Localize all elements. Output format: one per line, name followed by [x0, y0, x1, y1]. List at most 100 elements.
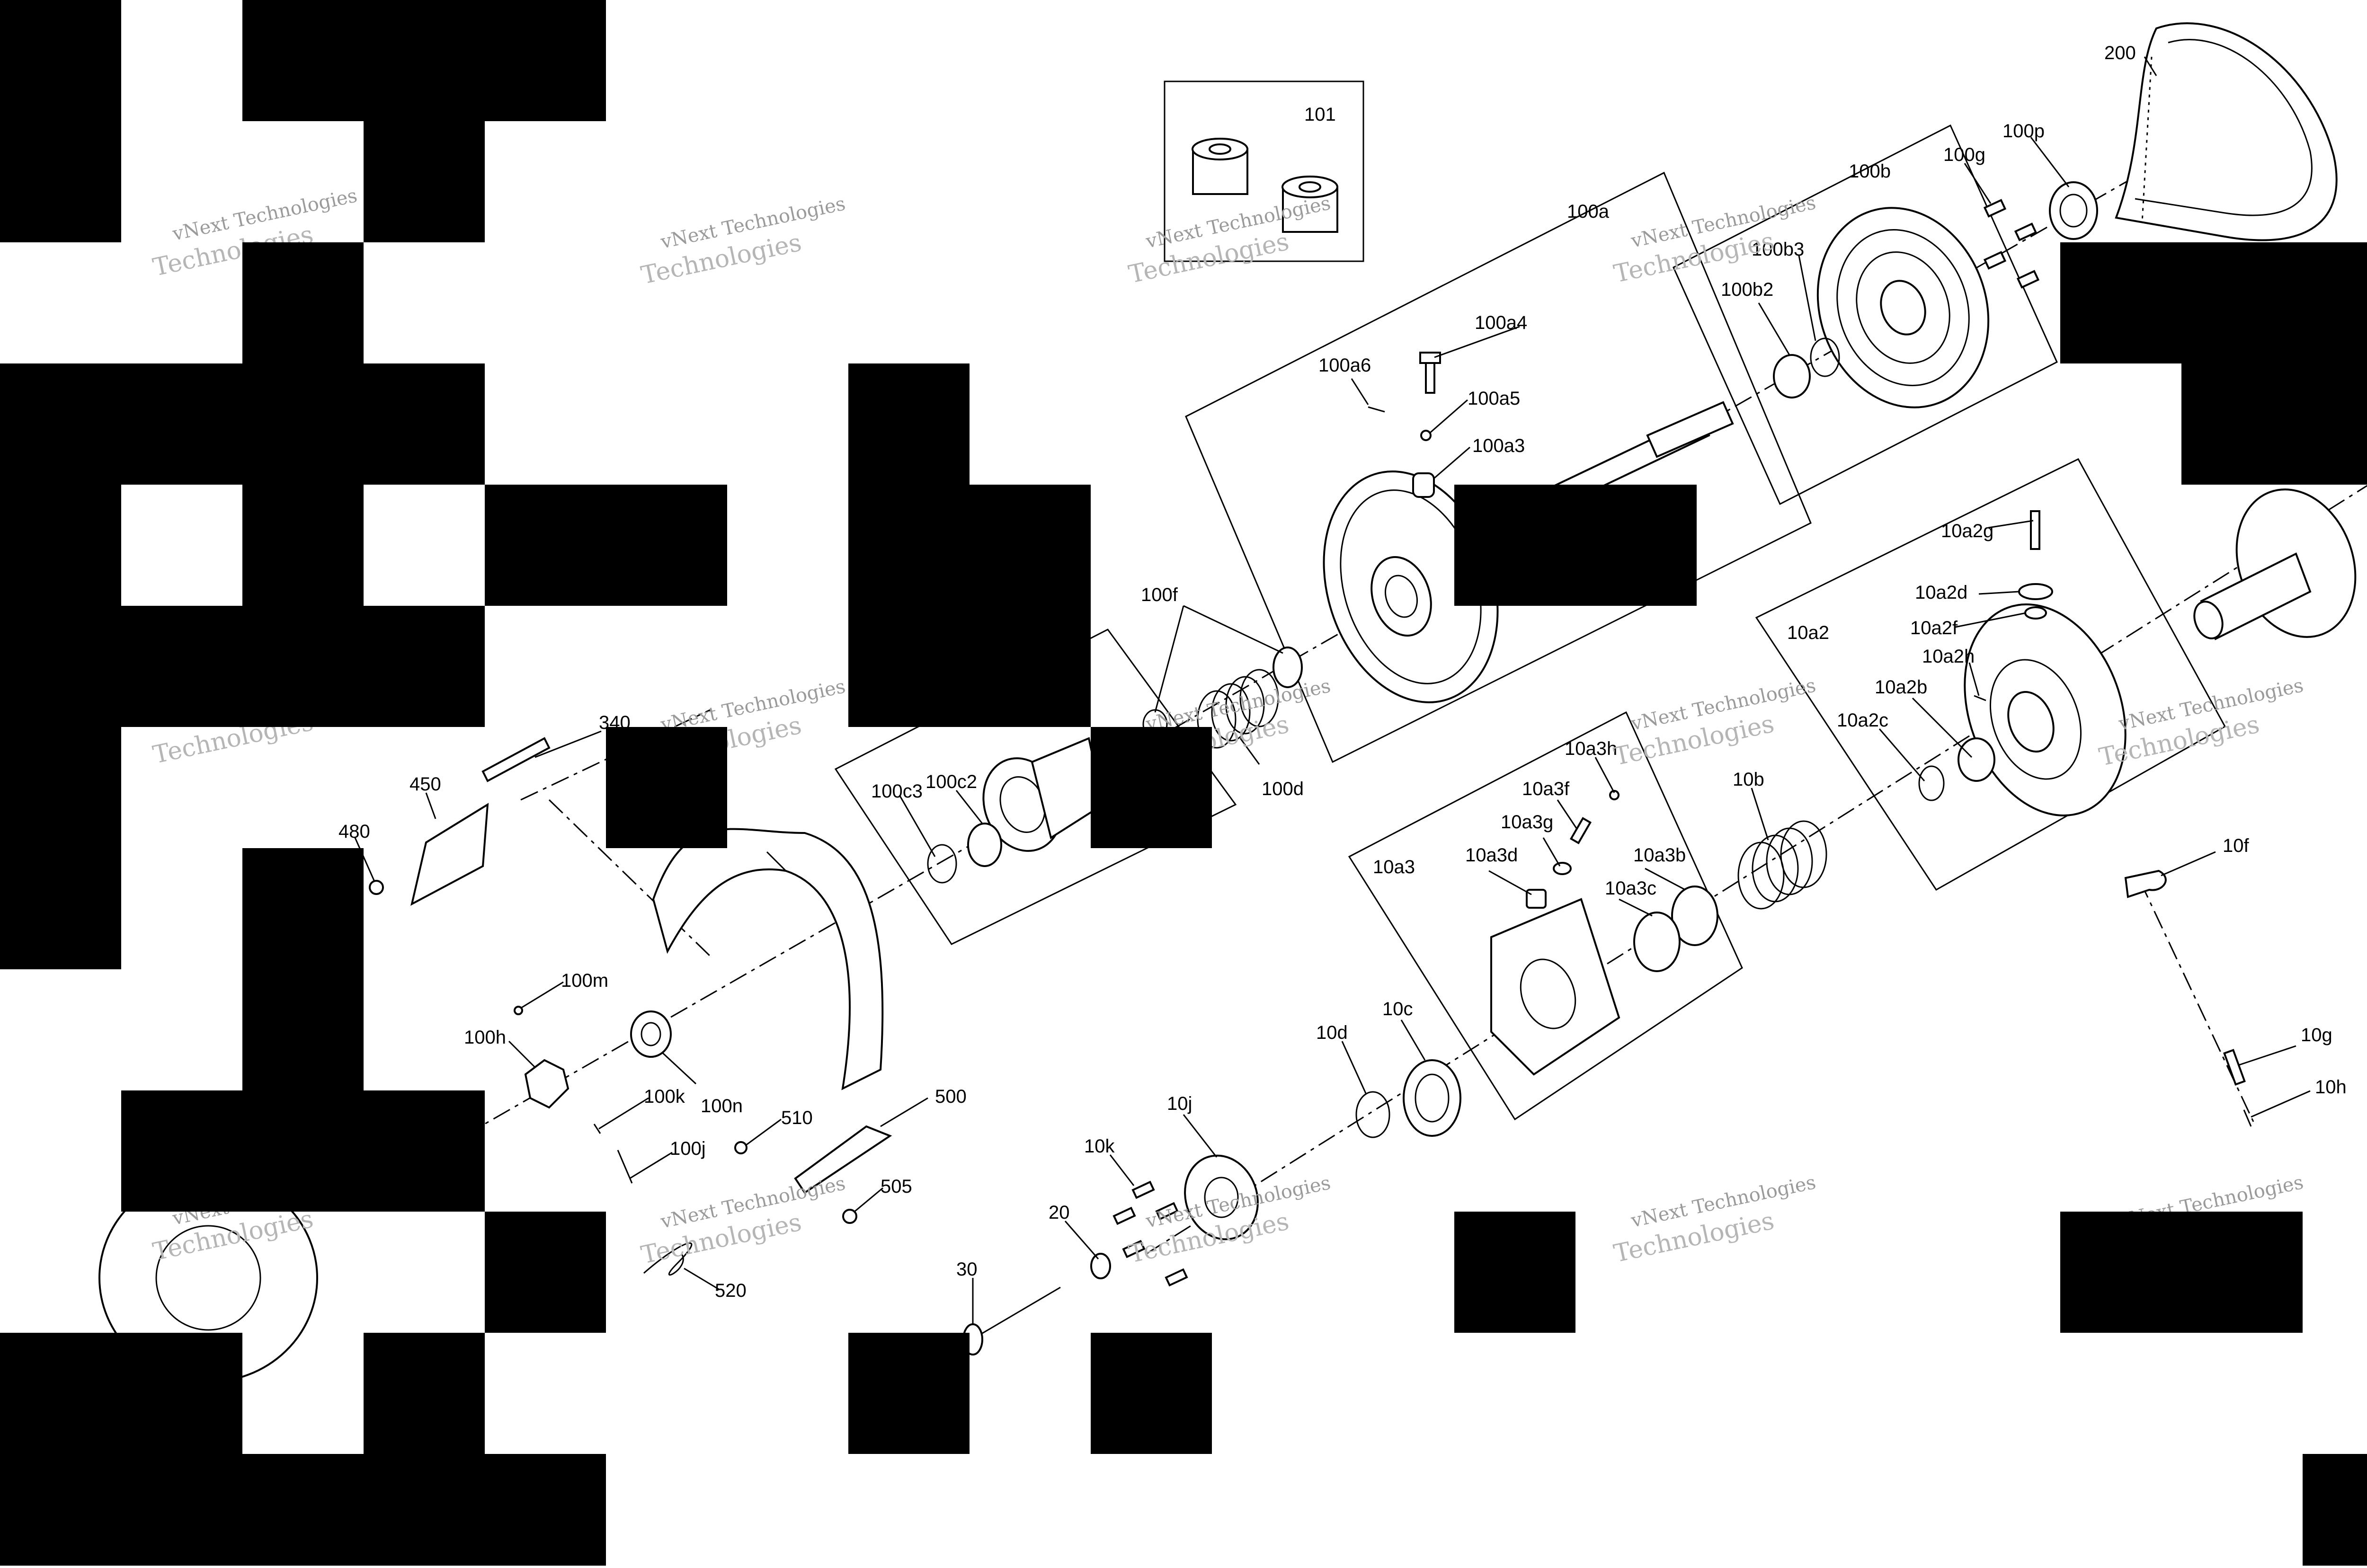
label-10g: 10g	[2301, 1025, 2332, 1045]
screw-100a4-head	[1419, 352, 1441, 364]
clip-10f	[2124, 869, 2167, 898]
spider-10a3	[1490, 898, 1620, 1076]
button-10a3d	[1526, 889, 1547, 909]
group-box-100b	[1673, 124, 2058, 505]
screws-100g	[1983, 199, 2040, 289]
washer-10a2f	[2024, 606, 2047, 620]
bushing-100b2	[1773, 354, 1811, 399]
washer-10a3g	[1553, 862, 1572, 875]
label-20: 20	[1049, 1202, 1070, 1223]
label-100a5: 100a5	[1468, 388, 1520, 409]
label-510: 510	[781, 1107, 813, 1128]
group-box-100a	[1185, 171, 1812, 763]
label-100a3: 100a3	[1472, 435, 1525, 456]
nut-505	[842, 1209, 857, 1224]
sheave-100b	[1816, 207, 1990, 408]
movable-sheave-10a2	[1964, 603, 2127, 816]
pin-100m	[514, 1006, 523, 1015]
leader-lines	[354, 56, 2311, 1325]
bushing-100c2	[967, 823, 1002, 867]
label-100d: 100d	[1262, 779, 1304, 799]
label-10a3: 10a3	[1373, 857, 1415, 877]
ring-100f-a	[1272, 647, 1303, 688]
label-100b: 100b	[1849, 161, 1891, 182]
washer-100a5	[1420, 430, 1432, 441]
label-200: 200	[2104, 43, 2136, 63]
washer-10a2d	[2018, 583, 2053, 600]
drive-belt	[2115, 22, 2338, 241]
washer-100n-inner	[641, 1022, 661, 1046]
cam-100c	[982, 737, 1104, 852]
nut-100h	[524, 1059, 570, 1109]
label-10a3f: 10a3f	[1522, 779, 1570, 799]
label-500: 500	[935, 1086, 967, 1107]
group-box-10a3	[1348, 711, 1743, 1121]
screw-10a3h	[1609, 790, 1620, 800]
bolt-30	[962, 1286, 1061, 1355]
bracket-500	[794, 1125, 892, 1194]
label-10a3b: 10a3b	[1633, 845, 1686, 866]
washer-100n	[630, 1010, 672, 1058]
bearing-10c	[1403, 1059, 1461, 1137]
label-100j: 100j	[670, 1138, 706, 1159]
label-100c2: 100c2	[925, 771, 977, 792]
label-10f: 10f	[2223, 835, 2249, 856]
label-10k: 10k	[1084, 1136, 1115, 1157]
label-100a6: 100a6	[1318, 355, 1371, 376]
label-100p: 100p	[2002, 121, 2045, 142]
label-10a2b: 10a2b	[1875, 677, 1927, 698]
bracket-450	[410, 803, 489, 906]
axis-line-lower	[1145, 485, 2367, 1255]
screw-100a4	[1425, 359, 1435, 394]
label-520: 520	[715, 1280, 747, 1301]
screw-10a2g	[2030, 510, 2040, 550]
sheave-shaft-right	[2193, 488, 2357, 640]
bushing-10a2b	[1958, 737, 1995, 782]
roller-100a3	[1412, 472, 1435, 498]
guard-shield	[652, 828, 884, 1090]
part-labels: 101 200 100p 100g 100b 100b3 100b2 100a …	[338, 43, 2347, 1301]
label-10a2c: 10a2c	[1837, 710, 1888, 731]
label-10a2f: 10a2f	[1910, 618, 1958, 638]
label-480: 480	[338, 821, 370, 842]
label-10a2g: 10a2g	[1941, 521, 1993, 541]
ring-100c3	[927, 844, 957, 884]
bushing-pair	[1192, 138, 1338, 233]
ring-10a2c	[1918, 765, 1945, 801]
pin-100k	[593, 1124, 601, 1134]
label-101: 101	[1304, 104, 1336, 125]
pin-10g	[2223, 1049, 2246, 1086]
plate-340	[481, 737, 551, 782]
label-100c3: 100c3	[871, 781, 923, 802]
label-10a2d: 10a2d	[1915, 582, 1967, 603]
label-100k: 100k	[644, 1086, 685, 1107]
pin-10a3f	[1569, 817, 1592, 844]
cover-10j	[1184, 1154, 1259, 1240]
screw-480	[369, 880, 384, 895]
bearing-100p	[2049, 181, 2098, 240]
sheave-100a	[1323, 470, 1499, 703]
screws-10k	[1112, 1180, 1188, 1287]
label-450: 450	[409, 774, 441, 795]
label-100h: 100h	[464, 1027, 506, 1048]
label-10c: 10c	[1382, 999, 1413, 1019]
label-100f: 100f	[1141, 585, 1178, 605]
label-100a: 100a	[1567, 201, 1610, 222]
spring-100d	[1197, 669, 1279, 749]
ring-10a3b	[1671, 886, 1718, 946]
label-100b2: 100b2	[1721, 279, 1773, 300]
axis-line-bracket-2	[548, 799, 711, 957]
label-505: 505	[881, 1176, 912, 1197]
kit-box-101	[1164, 80, 1364, 262]
ring-10d	[1355, 1091, 1390, 1138]
label-100b3: 100b3	[1752, 239, 1804, 260]
label-100g: 100g	[1943, 144, 1985, 165]
ring-10a3c	[1633, 912, 1681, 972]
label-10d: 10d	[1316, 1022, 1348, 1043]
label-10j: 10j	[1167, 1093, 1192, 1114]
ring-100b3	[1810, 337, 1840, 377]
label-10b: 10b	[1733, 769, 1764, 790]
